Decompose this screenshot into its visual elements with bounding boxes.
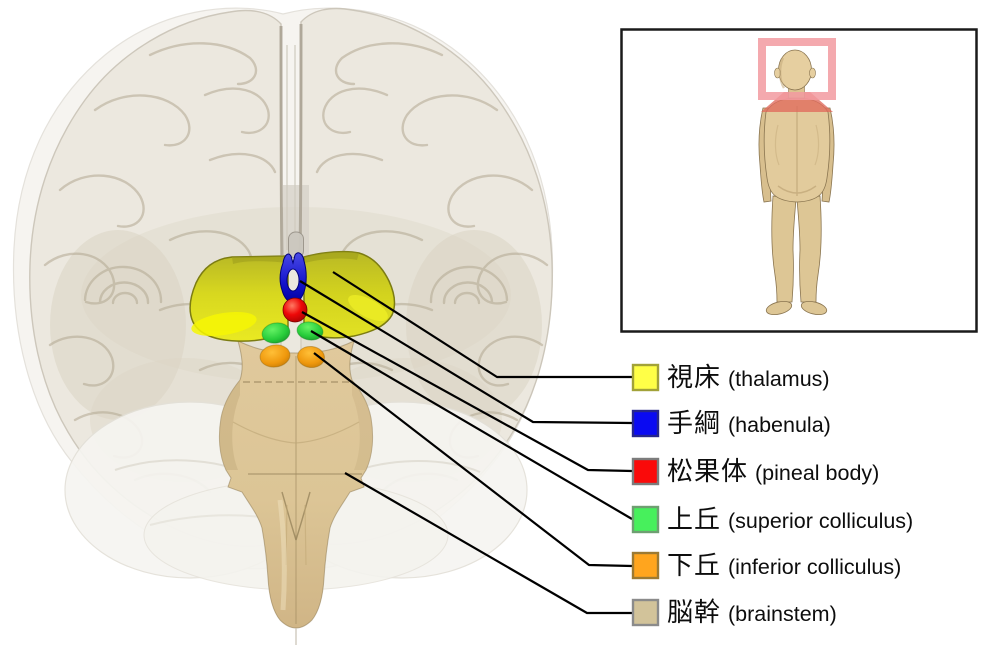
medulla-highlight [277,499,287,611]
thalamus-structure [189,250,396,342]
superior-colliculus-left-shape [261,322,291,344]
gyrus-fold-line [43,252,116,305]
location-inset [620,28,978,333]
legend: 視床(thalamus) 手綱(habenula) 松果体(pineal bod… [631,362,913,627]
brain-illustration [12,7,554,645]
legend-item-thalamus: 視床(thalamus) [631,362,830,392]
thalamus-left-highlight [191,311,257,337]
body-left-foot [765,300,793,316]
inferior-colliculus-right-shape [297,345,325,369]
legend-swatch-habenula [631,409,660,438]
callout-line-superior-colliculus [310,330,633,520]
legend-label-pineal-body: 松果体(pineal body) [667,456,879,486]
legend-swatch-thalamus [631,363,660,392]
legend-swatch-superior-colliculus [631,505,660,534]
callout-line-inferior-colliculus [313,352,633,568]
legend-item-brainstem: 脳幹(brainstem) [631,597,837,627]
body-spine-shading [777,106,817,196]
legend-item-superior-colliculus: 上丘(superior colliculus) [631,504,913,534]
longitudinal-fissure [279,23,309,259]
gyrus-fold-line [58,174,145,228]
colliculi-structures [259,321,325,369]
pons-fiber-crease [232,421,360,444]
gyrus-fold-line [148,42,258,86]
habenula-shape [279,252,307,304]
gyrus-fold-line [93,94,191,147]
legend-swatch-pineal-body [631,457,660,486]
pineal-body-shape [282,297,308,323]
superior-colliculus-right-shape [296,321,324,341]
callout-line-brainstem [344,472,632,615]
fissure-medial-wall-right [298,23,303,256]
legend-item-pineal-body: 松果体(pineal body) [631,456,879,486]
obex-v-crease [281,491,311,541]
callout-line-pineal-body [301,311,633,473]
legend-item-habenula: 手綱(habenula) [631,408,831,438]
legend-swatch-brainstem [631,598,660,627]
legend-label-thalamus: 視床(thalamus) [667,362,830,392]
brainstem-structure [218,340,374,645]
legend-item-inferior-colliculus: 下丘(inferior colliculus) [631,550,901,580]
temporal-swirl [98,281,150,305]
legend-label-habenula: 手綱(habenula) [667,408,831,438]
gyrus-fold-line [48,335,115,387]
thalamus-right-highlight [348,294,388,322]
inferior-colliculus-left-shape [259,344,291,368]
thalamus-left-top-shade [232,256,288,264]
brainstem-left-shading [219,380,240,470]
head-highlight-box [758,38,836,100]
body-right-ear [809,67,816,79]
gyrus-fold-line [208,152,277,174]
legend-label-superior-colliculus: 上丘(superior colliculus) [667,504,913,534]
legend-label-inferior-colliculus: 下丘(inferior colliculus) [667,550,901,580]
body-head [778,49,812,91]
legend-label-brainstem: 脳幹(brainstem) [667,597,837,627]
legend-swatch-inferior-colliculus [631,551,660,580]
body-head-shading [778,57,786,89]
gyrus-fold-line [203,87,270,135]
temporal-swirl [83,265,163,304]
fissure-medial-wall-left [279,25,284,256]
temporal-swirl [111,291,139,305]
thalamus-right-top-shade [304,251,359,263]
callout-line-habenula [299,280,633,425]
body-shoulderblade-shading [774,124,820,166]
body-right-foot [800,300,828,316]
callout-line-thalamus [332,271,632,379]
brainstem-right-shading [352,380,373,470]
callout-lines [299,271,633,615]
human-body-figure [758,49,835,316]
